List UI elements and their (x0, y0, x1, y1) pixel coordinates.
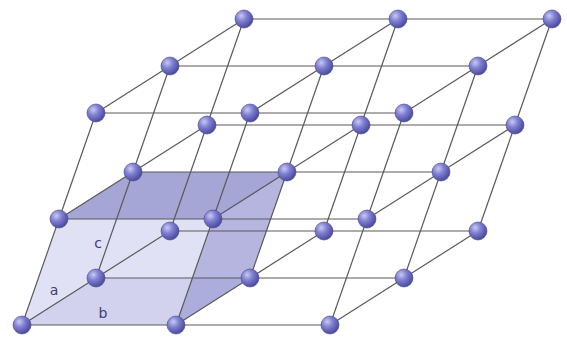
lattice-line (361, 124, 515, 125)
lattice-line (133, 125, 207, 172)
lattice-atom (432, 163, 450, 181)
lattice-atom (321, 316, 339, 334)
cell-top-face (59, 172, 287, 219)
lattice-atom (87, 269, 105, 287)
lattice-atom (198, 116, 216, 134)
lattice-line (170, 125, 207, 231)
lattice-line (324, 125, 361, 231)
lattice-line (250, 277, 404, 278)
lattice-atom (315, 57, 333, 75)
lattice-line (22, 324, 176, 325)
axis-label: c (94, 236, 102, 250)
lattice-line (330, 219, 367, 325)
lattice-atom (389, 10, 407, 28)
axis-label: a (50, 283, 59, 297)
lattice-line (22, 278, 96, 325)
lattice-atom (278, 163, 296, 181)
lattice-line (170, 230, 324, 231)
lattice-line (96, 66, 170, 113)
lattice-line (287, 125, 361, 172)
lattice-atom (241, 104, 259, 122)
lattice-line (404, 66, 478, 113)
lattice-line (287, 171, 441, 172)
lattice-line (324, 19, 398, 66)
lattice-atom (469, 57, 487, 75)
lattice-atom (167, 316, 185, 334)
lattice-line (324, 65, 478, 66)
lattice-line (250, 112, 404, 113)
lattice-atom (204, 210, 222, 228)
axis-label: b (99, 306, 108, 320)
lattice-line (133, 66, 170, 172)
lattice-line (250, 231, 324, 278)
lattice-line (170, 19, 244, 66)
lattice-line (96, 277, 250, 278)
lattice-line (133, 171, 287, 172)
lattice-atom (395, 104, 413, 122)
lattice-atom (87, 104, 105, 122)
lattice-atom (358, 210, 376, 228)
lattice-line (441, 125, 515, 172)
lattice-line (250, 66, 324, 113)
lattice-line (213, 218, 367, 219)
lattice-line (367, 172, 441, 219)
lattice-line (96, 112, 250, 113)
lattice-line (213, 113, 250, 219)
lattice-atom (543, 10, 561, 28)
lattice-line (367, 113, 404, 219)
lattice-line (398, 18, 552, 19)
lattice-atom (235, 10, 253, 28)
lattice-line (170, 65, 324, 66)
lattice-line (96, 231, 170, 278)
lattice-line (324, 230, 478, 231)
lattice-atom (241, 269, 259, 287)
lattice-line (96, 172, 133, 278)
lattice-line (404, 172, 441, 278)
lattice-line (330, 278, 404, 325)
lattice-line (244, 18, 398, 19)
lattice-line (250, 172, 287, 278)
lattice-atom (161, 222, 179, 240)
lattice-line (404, 231, 478, 278)
lattice-atom (50, 210, 68, 228)
lattice-line (361, 19, 398, 125)
lattice-line (207, 19, 244, 125)
lattice-line (59, 113, 96, 219)
lattice-line (176, 219, 213, 325)
lattice-line (441, 66, 478, 172)
lattice-atom (469, 222, 487, 240)
lattice-line (22, 219, 59, 325)
lattice-line (59, 172, 133, 219)
lattice-atom (506, 116, 524, 134)
lattice-line (478, 19, 552, 66)
lattice-line (176, 278, 250, 325)
lattice-atom (161, 57, 179, 75)
lattice-line (176, 324, 330, 325)
lattice-line (213, 172, 287, 219)
lattice-atom (124, 163, 142, 181)
lattice-line (515, 19, 552, 125)
lattice-line (207, 124, 361, 125)
lattice-line (59, 218, 213, 219)
lattice-atom (395, 269, 413, 287)
lattice-atom (13, 316, 31, 334)
lattice-atom (315, 222, 333, 240)
lattice-atom (352, 116, 370, 134)
lattice-line (478, 125, 515, 231)
lattice-line (287, 66, 324, 172)
